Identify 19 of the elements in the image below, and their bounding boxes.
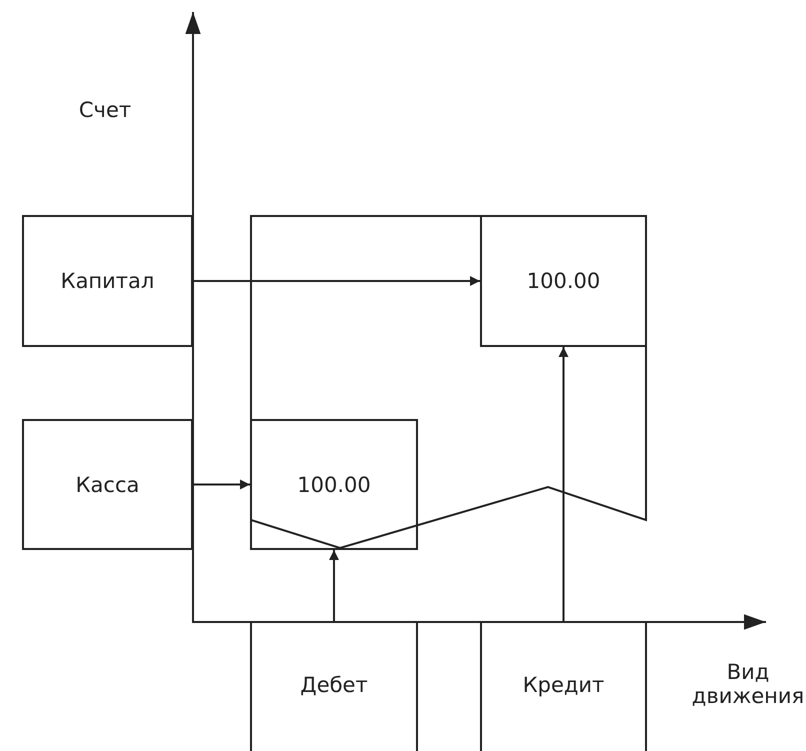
amount-value: 100.00 bbox=[297, 472, 371, 496]
account-box bbox=[250, 419, 418, 550]
axis-label: Вид движения bbox=[690, 660, 806, 708]
column-header-box bbox=[250, 623, 418, 751]
arrow bbox=[558, 347, 568, 622]
column-header-box bbox=[480, 623, 647, 751]
account-box bbox=[22, 419, 193, 550]
movement-type: Кредит bbox=[522, 673, 604, 697]
arrow bbox=[193, 480, 250, 490]
arrow bbox=[329, 550, 339, 622]
account-name: Касса bbox=[76, 472, 140, 496]
torn-outline-shape bbox=[250, 215, 647, 550]
arrow bbox=[193, 276, 480, 286]
account-box bbox=[22, 215, 193, 347]
movement-type: Дебет bbox=[300, 673, 368, 697]
axis-label: Счет bbox=[78, 98, 132, 122]
account-box bbox=[480, 215, 647, 347]
account-name: Капитал bbox=[60, 269, 154, 293]
amount-value: 100.00 bbox=[526, 269, 600, 293]
